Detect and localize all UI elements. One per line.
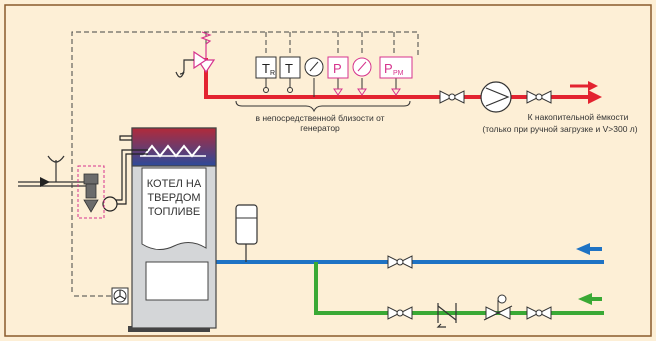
- valve-icon: [526, 90, 552, 104]
- check-valve-icon: [436, 303, 457, 328]
- heat-exchanger-coil-icon: [140, 144, 206, 158]
- arrow-icon: [588, 90, 602, 104]
- arrow-icon: [576, 243, 590, 255]
- gauge-icon: [352, 57, 372, 77]
- expansion-tank-icon: [235, 204, 258, 262]
- thermostat-t: T: [279, 56, 301, 79]
- fan-icon: [111, 287, 129, 305]
- arrow-icon: [40, 177, 50, 187]
- pressure-reducer-icon: [483, 294, 513, 321]
- arrow-icon: [578, 293, 592, 305]
- boiler: КОТЕЛ НА ТВЕРДОМ ТОПЛИВЕ: [128, 127, 217, 332]
- near-generator-label-line2: генератор: [300, 123, 340, 133]
- pressure-switch-p: P: [327, 56, 349, 79]
- thermostatic-valve-icon: [83, 173, 99, 213]
- pump-icon: [480, 81, 512, 113]
- control-lines: [71, 31, 419, 297]
- boiler-label-line1: КОТЕЛ НА: [147, 178, 202, 190]
- valve-icon: [387, 255, 413, 269]
- gauge-icon: [304, 57, 324, 77]
- valve-icon: [387, 306, 413, 320]
- boiler-label-line3: ТОПЛИВЕ: [148, 206, 201, 218]
- valve-icon: [526, 306, 552, 320]
- storage-label-line2: (только при ручной загрузке и V>300 л): [482, 124, 637, 134]
- near-generator-label-line1: в непосредственной близости от: [255, 113, 384, 123]
- valve-icon: [439, 90, 465, 104]
- pressure-switch-ppm: P PM: [379, 56, 413, 79]
- boiler-label-line2: ТВЕРДОМ: [147, 192, 200, 204]
- svg-text:PM: PM: [393, 70, 404, 77]
- svg-text:T: T: [262, 61, 270, 76]
- svg-text:T: T: [285, 61, 293, 76]
- svg-text:R: R: [270, 70, 275, 77]
- group-brace: [235, 100, 411, 113]
- storage-label-line1: К накопительной ёмкости: [528, 112, 629, 122]
- thermostat-tr: T R: [255, 56, 277, 79]
- safety-valve-icon: [175, 31, 216, 78]
- svg-text:P: P: [384, 61, 393, 76]
- cold-supply-line: [18, 155, 96, 187]
- svg-text:P: P: [333, 61, 342, 76]
- coil-connection: [102, 135, 148, 212]
- thermostatic-valve-box: [77, 165, 105, 219]
- diagram-frame: [4, 4, 652, 337]
